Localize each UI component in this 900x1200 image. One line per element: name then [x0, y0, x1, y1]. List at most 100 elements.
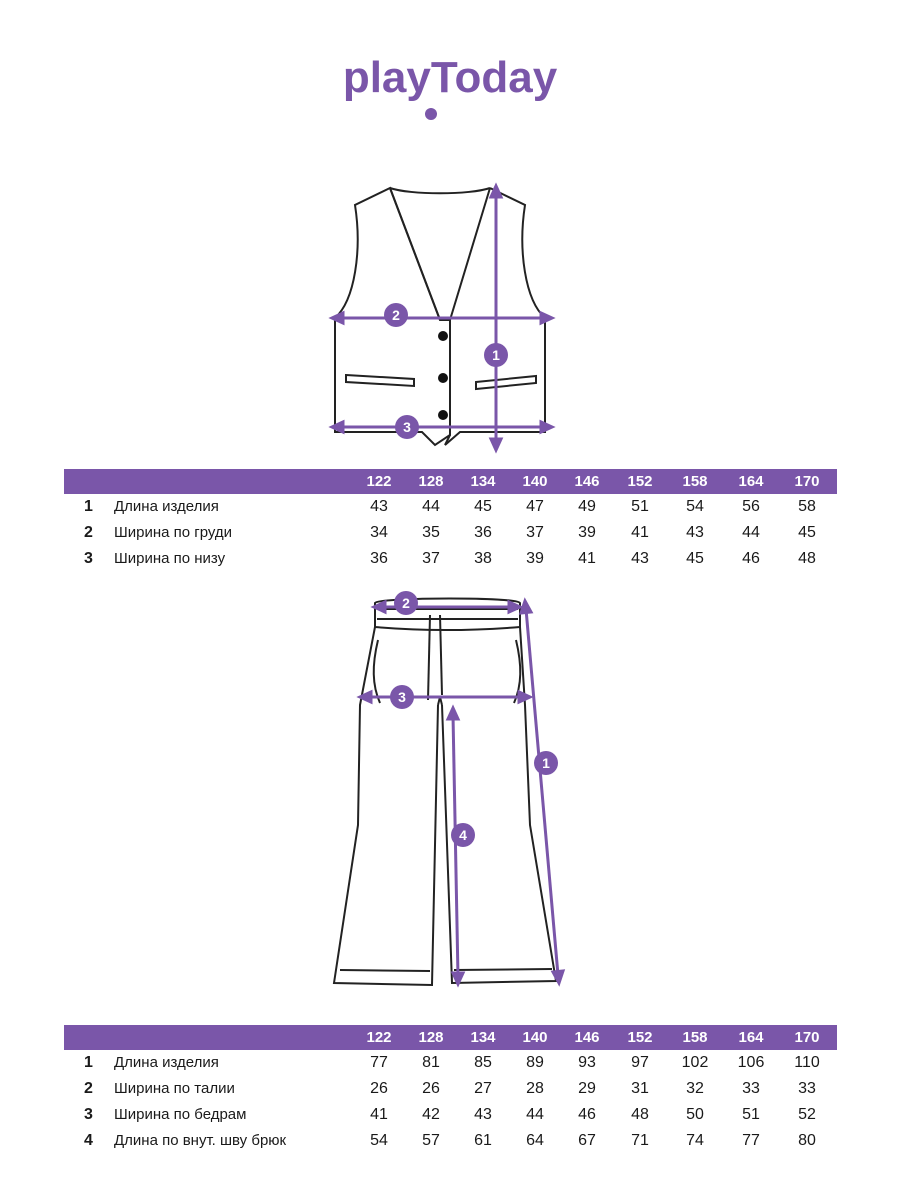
table-cell: 42: [422, 1106, 440, 1123]
table-cell: 31: [631, 1080, 649, 1097]
vest-size-table: 122 128 134 140 146 152 158 164 170 1 Дли…: [64, 469, 837, 572]
pants-marker-1: 1: [534, 751, 558, 775]
table-cell: 45: [798, 524, 816, 541]
table-cell: 43: [370, 498, 388, 515]
table-cell: 64: [526, 1132, 544, 1149]
table-cell: 41: [631, 524, 649, 541]
table-cell: 41: [370, 1106, 388, 1123]
row-label: Длина по внут. шву брюк: [114, 1132, 287, 1149]
vest-buttons: [438, 331, 448, 420]
size-header: 134: [470, 1029, 496, 1046]
playtoday-logo: playToday: [343, 53, 558, 120]
table-cell: 74: [686, 1132, 704, 1149]
size-header: 152: [627, 473, 653, 490]
pants-illustration: 1 2 3 4: [332, 591, 566, 988]
size-header: 152: [627, 1029, 653, 1046]
table-cell: 67: [578, 1132, 596, 1149]
table-cell: 61: [474, 1132, 492, 1149]
svg-text:3: 3: [398, 689, 406, 705]
table-cell: 46: [742, 550, 760, 567]
logo-dot: [425, 108, 437, 120]
table-cell: 77: [742, 1132, 760, 1149]
vest-outline: [334, 186, 546, 447]
table-row: 1 Длина изделия 43 44 45 47 49 51 54 56 58: [64, 494, 837, 520]
table-cell: 47: [526, 498, 544, 515]
table-cell: 44: [422, 498, 440, 515]
pants-marker-3: 3: [390, 685, 414, 709]
table-cell: 37: [526, 524, 544, 541]
table-cell: 93: [578, 1054, 596, 1071]
table-cell: 36: [370, 550, 388, 567]
table-cell: 43: [474, 1106, 492, 1123]
row-number: 1: [84, 498, 93, 515]
svg-text:1: 1: [542, 755, 550, 771]
table-cell: 29: [578, 1080, 596, 1097]
table-cell: 106: [737, 1054, 765, 1071]
table-cell: 49: [578, 498, 596, 515]
row-number: 3: [84, 1106, 93, 1123]
size-header: 146: [574, 1029, 600, 1046]
table-cell: 45: [474, 498, 492, 515]
table-cell: 89: [526, 1054, 544, 1071]
size-header: 170: [794, 473, 820, 490]
pants-marker-2: 2: [394, 591, 418, 615]
table-cell: 38: [474, 550, 492, 567]
vest-marker-3: 3: [395, 415, 419, 439]
table-cell: 51: [631, 498, 649, 515]
table-cell: 48: [798, 550, 816, 567]
logo-wordmark: playToday: [343, 53, 558, 102]
table-cell: 45: [686, 550, 704, 567]
table-cell: 77: [370, 1054, 388, 1071]
size-header: 122: [366, 1029, 392, 1046]
table-cell: 26: [370, 1080, 388, 1097]
table-cell: 80: [798, 1132, 816, 1149]
size-header: 158: [682, 1029, 708, 1046]
table-cell: 44: [526, 1106, 544, 1123]
table-cell: 39: [578, 524, 596, 541]
table-cell: 57: [422, 1132, 440, 1149]
size-header: 158: [682, 473, 708, 490]
vest-measure-lines: [328, 182, 556, 454]
table-cell: 102: [681, 1054, 709, 1071]
table-cell: 52: [798, 1106, 816, 1123]
size-header: 164: [738, 1029, 764, 1046]
size-header: 140: [522, 1029, 548, 1046]
svg-text:3: 3: [403, 419, 411, 435]
size-header: 134: [470, 473, 496, 490]
row-label: Длина изделия: [114, 1054, 219, 1071]
table-cell: 110: [794, 1054, 820, 1071]
svg-text:2: 2: [392, 307, 400, 323]
table-cell: 58: [798, 498, 816, 515]
table-cell: 37: [422, 550, 440, 567]
table-cell: 33: [742, 1080, 760, 1097]
table-cell: 81: [422, 1054, 440, 1071]
table-cell: 35: [422, 524, 440, 541]
size-header: 128: [418, 473, 444, 490]
table-cell: 46: [578, 1106, 596, 1123]
row-number: 2: [84, 524, 93, 541]
table-cell: 26: [422, 1080, 440, 1097]
table-cell: 71: [631, 1132, 649, 1149]
table-cell: 39: [526, 550, 544, 567]
table-cell: 33: [798, 1080, 816, 1097]
svg-text:1: 1: [492, 347, 500, 363]
svg-text:4: 4: [459, 827, 467, 843]
row-number: 3: [84, 550, 93, 567]
table-cell: 43: [631, 550, 649, 567]
size-header: 164: [738, 473, 764, 490]
pants-marker-4: 4: [451, 823, 475, 847]
table-cell: 44: [742, 524, 760, 541]
table-cell: 85: [474, 1054, 492, 1071]
vest-table-header: 122 128 134 140 146 152 158 164 170: [64, 469, 837, 494]
row-label: Длина изделия: [114, 498, 219, 515]
brand-logo: playToday: [0, 50, 900, 135]
table-cell: 54: [686, 498, 704, 515]
table-cell: 56: [742, 498, 760, 515]
